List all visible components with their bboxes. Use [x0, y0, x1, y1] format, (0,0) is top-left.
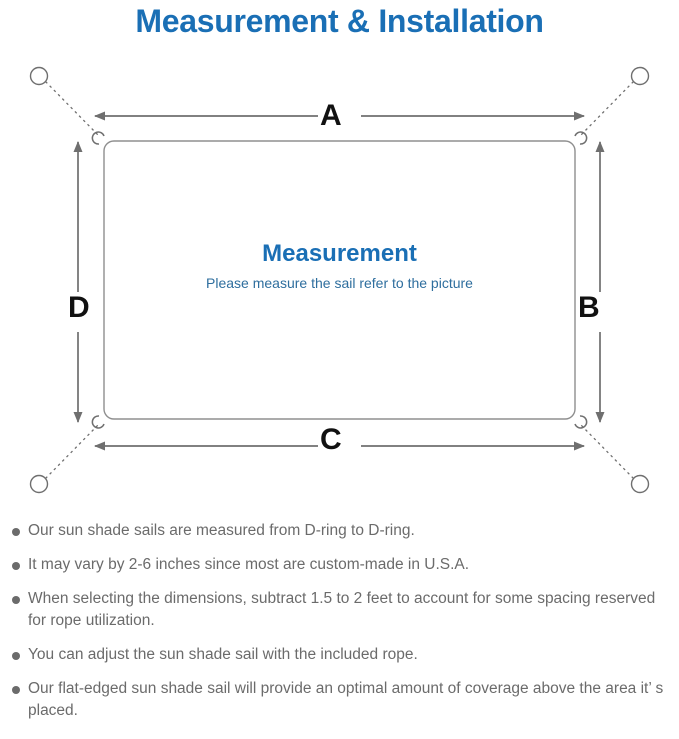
rope-line-bottom-left	[45, 423, 100, 479]
d-ring-bottom-left	[91, 415, 105, 429]
sail-body	[103, 140, 576, 420]
anchor-point-top-left	[29, 66, 49, 86]
note-text: It may vary by 2-6 inches since most are…	[28, 556, 470, 573]
bullet-icon	[12, 528, 20, 536]
dimension-label-b: B	[578, 291, 600, 324]
note-text: When selecting the dimensions, subtract …	[28, 590, 656, 629]
list-item: When selecting the dimensions, subtract …	[0, 588, 679, 632]
list-item: You can adjust the sun shade sail with t…	[0, 644, 679, 666]
d-ring-top-left	[91, 131, 105, 145]
list-item: It may vary by 2-6 inches since most are…	[0, 554, 679, 576]
notes-list: Our sun shade sails are measured from D-…	[0, 520, 679, 734]
rope-line-bottom-right	[579, 423, 634, 479]
bullet-icon	[12, 596, 20, 604]
anchor-point-bottom-left	[29, 474, 49, 494]
dimension-label-d: D	[68, 291, 90, 324]
d-ring-top-right	[574, 131, 588, 145]
anchor-point-bottom-right	[630, 474, 650, 494]
note-text: You can adjust the sun shade sail with t…	[28, 646, 418, 663]
d-ring-bottom-right	[574, 415, 588, 429]
rope-line-top-right	[579, 81, 634, 137]
diagram-svg	[29, 66, 650, 494]
note-text: Our flat-edged sun shade sail will provi…	[28, 680, 664, 719]
bullet-icon	[12, 686, 20, 694]
bullet-icon	[12, 562, 20, 570]
list-item: Our sun shade sails are measured from D-…	[0, 520, 679, 542]
rope-line-top-left	[45, 81, 100, 137]
note-text: Our sun shade sails are measured from D-…	[28, 522, 415, 539]
list-item: Our flat-edged sun shade sail will provi…	[0, 678, 679, 722]
page-title: Measurement & Installation	[135, 3, 544, 39]
dimension-label-a: A	[320, 99, 342, 132]
dimension-label-c: C	[320, 423, 342, 456]
anchor-point-top-right	[630, 66, 650, 86]
measurement-diagram: A B C D Measurement Please measure the s…	[0, 44, 679, 514]
bullet-icon	[12, 652, 20, 660]
